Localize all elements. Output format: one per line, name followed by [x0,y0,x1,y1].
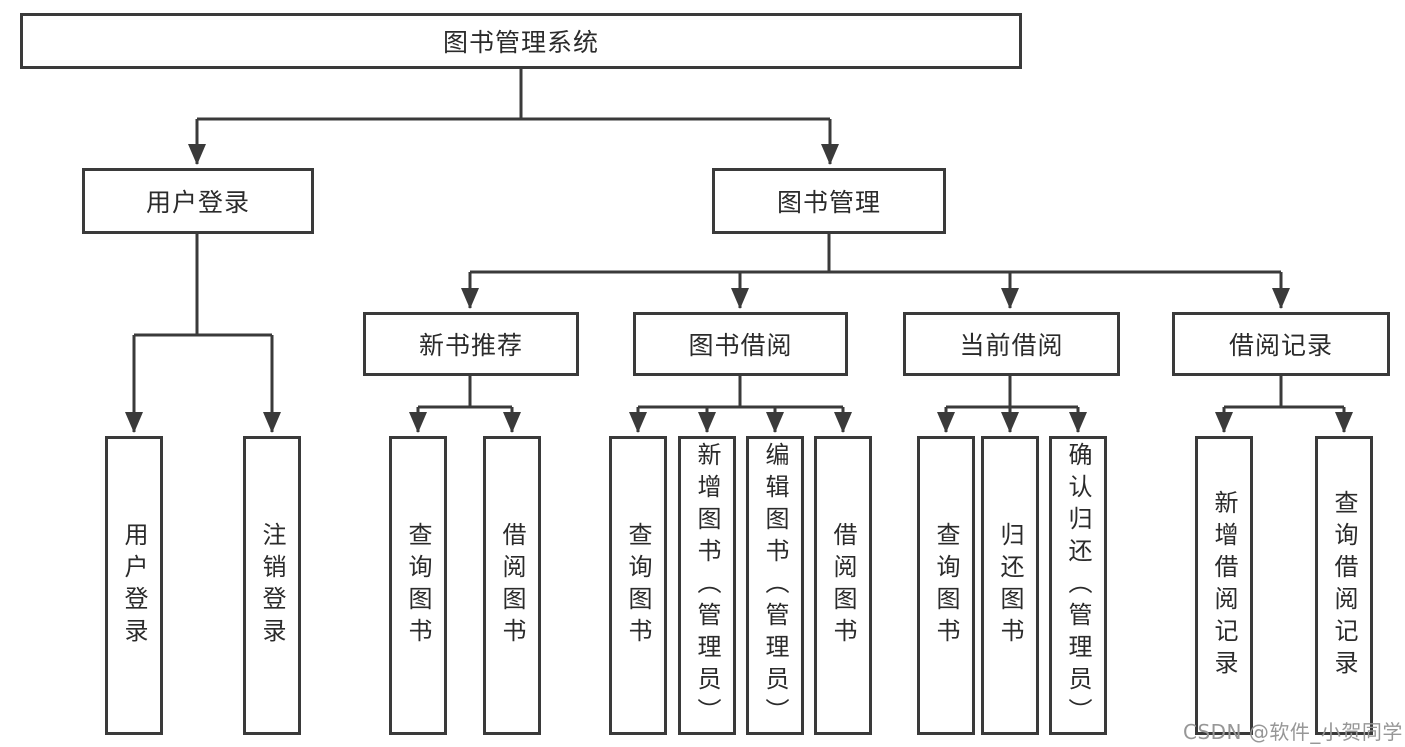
node-user-login: 用户登录 [82,168,314,234]
leaf-add-book-admin: 新增图书（管理员） [678,436,736,735]
node-book-management: 图书管理 [712,168,946,234]
leaf-user-login: 用户登录 [105,436,163,735]
node-current-borrow: 当前借阅 [903,312,1120,376]
leaf-query-book-recommend: 查询图书 [389,436,447,735]
leaf-query-book-borrow: 查询图书 [609,436,667,735]
csdn-watermark: CSDN @软件_小贺同学 [1183,720,1403,744]
leaf-return-book: 归还图书 [981,436,1039,735]
leaf-logout: 注销登录 [243,436,301,735]
node-book-borrow: 图书借阅 [633,312,848,376]
leaf-confirm-return-admin: 确认归还（管理员） [1049,436,1107,735]
leaf-add-borrow-record: 新增借阅记录 [1195,436,1253,735]
node-new-book-recommend: 新书推荐 [363,312,579,376]
leaf-edit-book-admin: 编辑图书（管理员） [746,436,804,735]
leaf-borrow-book: 借阅图书 [814,436,872,735]
leaf-query-borrow-record: 查询借阅记录 [1315,436,1373,735]
leaf-borrow-book-recommend: 借阅图书 [483,436,541,735]
node-root: 图书管理系统 [20,13,1022,69]
leaf-query-book-current: 查询图书 [917,436,975,735]
node-borrow-record: 借阅记录 [1172,312,1390,376]
